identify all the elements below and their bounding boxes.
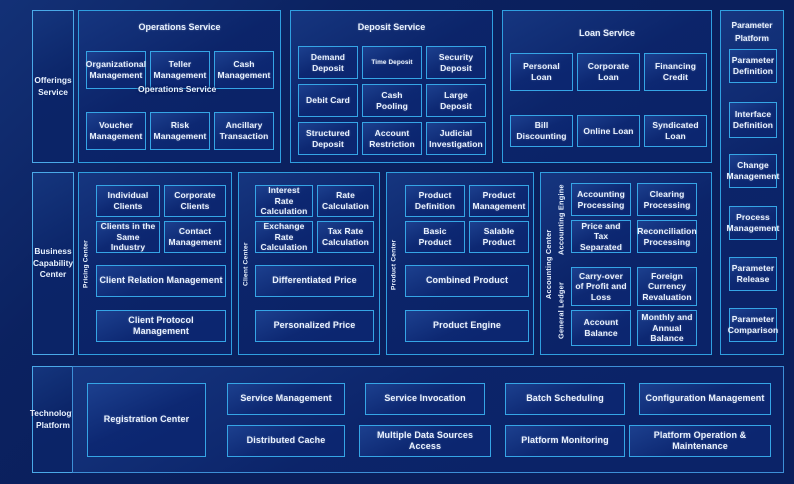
- capability-box[interactable]: Organizational Management: [86, 51, 146, 89]
- capability-box[interactable]: Security Deposit: [426, 46, 486, 79]
- parameter-item[interactable]: Interface Definition: [729, 102, 777, 138]
- sidebar-item-technology-platform[interactable]: Technology Platform: [29, 366, 77, 473]
- capability-box[interactable]: Product Definition: [405, 185, 465, 217]
- capability-box[interactable]: Combined Product: [405, 265, 529, 297]
- group-overlay-label-operations-service: Operations Service: [138, 84, 217, 94]
- capability-box[interactable]: Product Engine: [405, 310, 529, 342]
- group-title: Loan Service: [578, 28, 636, 38]
- capability-box[interactable]: Carry-over of Profit and Loss: [571, 267, 631, 306]
- column-pricing-center: Pricing Center Individual Clients Corpor…: [78, 172, 232, 355]
- capability-box[interactable]: Client Protocol Management: [96, 310, 226, 342]
- capability-box[interactable]: Time Deposit: [362, 46, 422, 79]
- group-title: Operations Service: [138, 22, 221, 32]
- capability-box[interactable]: Teller Management: [150, 51, 210, 89]
- capability-box[interactable]: Debit Card: [298, 84, 358, 117]
- capability-box[interactable]: Contact Management: [164, 221, 226, 253]
- capability-box[interactable]: Service Invocation: [365, 383, 485, 415]
- group-loan-service: Loan Service Personal Loan Corporate Loa…: [502, 10, 712, 163]
- sidebar-item-business-capability-center[interactable]: Business Capability Center: [32, 172, 74, 355]
- capability-box[interactable]: Personal Loan: [510, 53, 573, 91]
- group-technology-platform: Registration Center Service Management D…: [72, 366, 784, 473]
- capability-box[interactable]: Configuration Management: [639, 383, 771, 415]
- column-accounting-center: Accounting Center Accounting Engine Gene…: [540, 172, 712, 355]
- column-product-center: Product Center Product Definition Produc…: [386, 172, 534, 355]
- capability-box[interactable]: Ancillary Transaction: [214, 112, 274, 150]
- capability-box[interactable]: Individual Clients: [96, 185, 160, 217]
- capability-box[interactable]: Voucher Management: [86, 112, 146, 150]
- capability-box[interactable]: Client Relation Management: [96, 265, 226, 297]
- capability-box[interactable]: Personalized Price: [255, 310, 374, 342]
- column-vertical-label: Client Center: [242, 242, 250, 287]
- capability-box[interactable]: Differentiated Price: [255, 265, 374, 297]
- parameter-item[interactable]: Parameter Definition: [729, 49, 777, 83]
- capability-box[interactable]: Judicial Investigation: [426, 122, 486, 155]
- capability-box[interactable]: Batch Scheduling: [505, 383, 625, 415]
- capability-box[interactable]: Foreign Currency Revaluation: [637, 267, 697, 306]
- sub-label-general-ledger: General Ledger: [556, 281, 566, 339]
- right-sidebar-parameter-platform: Parameter Platform Parameter Definition …: [720, 10, 784, 355]
- capability-box[interactable]: Demand Deposit: [298, 46, 358, 79]
- capability-box[interactable]: Multiple Data Sources Access: [359, 425, 491, 457]
- column-vertical-label: Pricing Center: [82, 240, 90, 289]
- capability-box[interactable]: Corporate Loan: [577, 53, 640, 91]
- capability-box[interactable]: Account Restriction: [362, 122, 422, 155]
- parameter-item[interactable]: Process Management: [727, 206, 779, 240]
- capability-box[interactable]: Exchange Rate Calculation: [255, 221, 313, 253]
- capability-box[interactable]: Reconciliation Processing: [637, 220, 697, 253]
- capability-box[interactable]: Risk Management: [150, 112, 210, 150]
- capability-box[interactable]: Monthly and Annual Balance: [637, 310, 697, 346]
- capability-box[interactable]: Structured Deposit: [298, 122, 358, 155]
- sidebar-item-label: Technology Platform: [29, 408, 77, 430]
- capability-box[interactable]: Accounting Processing: [571, 183, 631, 216]
- sidebar-item-label: Offerings Service: [34, 75, 72, 97]
- column-vertical-label: Product Center: [390, 239, 398, 290]
- capability-box[interactable]: Basic Product: [405, 221, 465, 253]
- capability-box[interactable]: Service Management: [227, 383, 345, 415]
- capability-box[interactable]: Large Deposit: [426, 84, 486, 117]
- capability-box[interactable]: Salable Product: [469, 221, 529, 253]
- capability-box[interactable]: Price and Tax Separated: [571, 220, 631, 253]
- sidebar-item-offerings-service[interactable]: Offerings Service: [32, 10, 74, 163]
- capability-box[interactable]: Online Loan: [577, 115, 640, 147]
- capability-box[interactable]: Distributed Cache: [227, 425, 345, 457]
- column-vertical-label: Accounting Center: [543, 229, 553, 300]
- capability-box[interactable]: Interest Rate Calculation: [255, 185, 313, 217]
- capability-box[interactable]: Financing Credit: [644, 53, 707, 91]
- capability-box[interactable]: Rate Calculation: [317, 185, 374, 217]
- capability-box[interactable]: Platform Operation & Maintenance: [629, 425, 771, 457]
- parameter-item[interactable]: Change Management: [727, 154, 779, 188]
- capability-box[interactable]: Product Management: [469, 185, 529, 217]
- capability-box[interactable]: Syndicated Loan: [644, 115, 707, 147]
- sub-label-accounting-engine: Accounting Engine: [556, 184, 566, 256]
- capability-box[interactable]: Account Balance: [571, 310, 631, 346]
- capability-box[interactable]: Registration Center: [87, 383, 206, 457]
- capability-box[interactable]: Platform Monitoring: [505, 425, 625, 457]
- capability-box[interactable]: Clients in the Same Industry: [96, 221, 160, 253]
- column-client-center: Client Center Interest Rate Calculation …: [238, 172, 380, 355]
- capability-box[interactable]: Clearing Processing: [637, 183, 697, 216]
- parameter-item[interactable]: Parameter Comparison: [728, 308, 778, 342]
- right-sidebar-title: Parameter Platform: [731, 20, 773, 43]
- capability-box[interactable]: Corporate Clients: [164, 185, 226, 217]
- capability-box[interactable]: Cash Management: [214, 51, 274, 89]
- capability-box[interactable]: Tax Rate Calculation: [317, 221, 374, 253]
- parameter-item[interactable]: Parameter Release: [729, 257, 777, 291]
- sidebar-item-label: Business Capability Center: [33, 246, 74, 280]
- capability-box[interactable]: Cash Pooling: [362, 84, 422, 117]
- group-operations-service: Operations Service Organizational Manage…: [78, 10, 281, 163]
- group-deposit-service: Deposit Service Demand Deposit Time Depo…: [290, 10, 493, 163]
- capability-box[interactable]: Bill Discounting: [510, 115, 573, 147]
- group-title: Deposit Service: [357, 22, 426, 32]
